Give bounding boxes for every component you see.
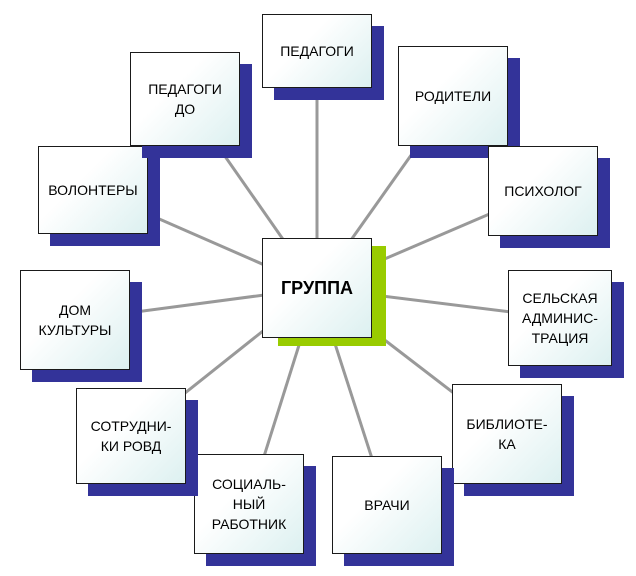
- node-dom-kultury: ДОМ КУЛЬТУРЫ: [20, 270, 130, 370]
- node-socrabotnik: СОЦИАЛЬ- НЫЙ РАБОТНИК: [194, 454, 304, 554]
- node-roditeli: РОДИТЕЛИ: [398, 46, 508, 146]
- node-vrachi: ВРАЧИ: [332, 456, 442, 554]
- node-administracia: СЕЛЬСКАЯ АДМИНИС- ТРАЦИЯ: [508, 270, 612, 366]
- node-pedagogi-do: ПЕДАГОГИ ДО: [130, 52, 240, 146]
- node-psiholog: ПСИХОЛОГ: [488, 146, 598, 236]
- center-node-group: ГРУППА: [262, 238, 372, 338]
- node-pedagogi: ПЕДАГОГИ: [262, 14, 372, 88]
- node-biblioteka: БИБЛИОТЕ- КА: [452, 384, 562, 484]
- node-rovd: СОТРУДНИ- КИ РОВД: [76, 388, 186, 484]
- node-volontery: ВОЛОНТЕРЫ: [38, 146, 148, 234]
